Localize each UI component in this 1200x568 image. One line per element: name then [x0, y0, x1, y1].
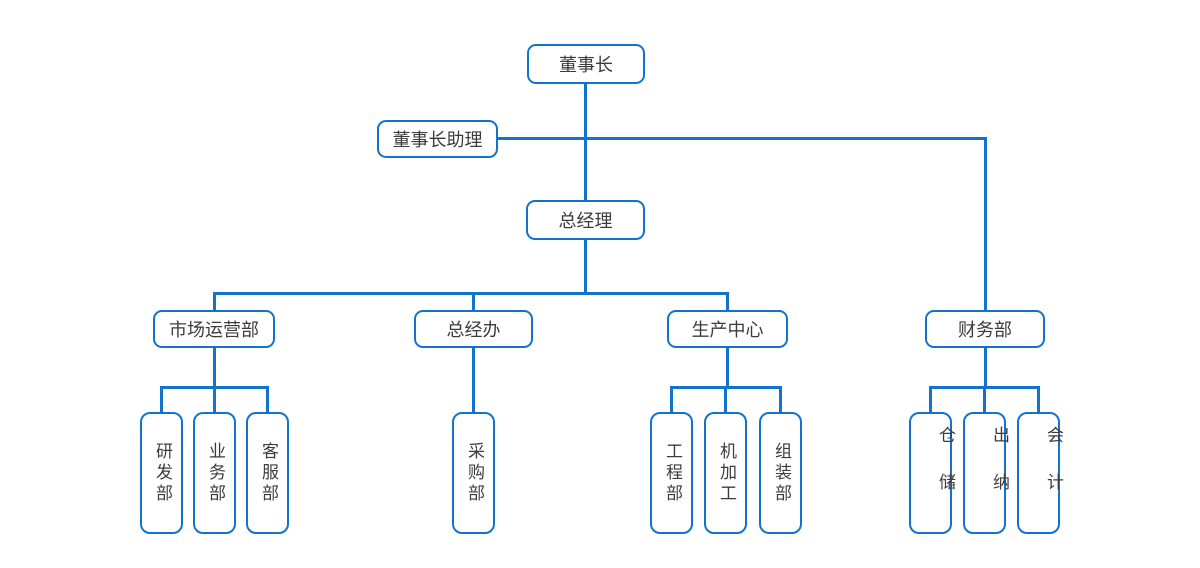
connector-drop-cashier — [983, 386, 986, 412]
connector-gm-office-to-procurement — [472, 348, 475, 412]
connector-drop-customer-service — [266, 386, 269, 412]
connector-level2-branch — [213, 292, 729, 295]
node-assembly-dept: 组装部 — [759, 412, 802, 534]
connector-drop-marketing — [213, 292, 216, 310]
node-general-manager: 总经理 — [526, 200, 645, 240]
node-finance-dept: 财务部 — [925, 310, 1045, 348]
connector-drop-engineering — [670, 386, 673, 412]
connector-finance-vertical — [984, 137, 987, 310]
node-chairman-assistant: 董事长助理 — [377, 120, 498, 158]
connector-drop-machining — [724, 386, 727, 412]
connector-drop-assembly — [779, 386, 782, 412]
connector-production-stem — [726, 348, 729, 388]
connector-assistant-horizontal — [498, 137, 987, 140]
node-accounting: 会计 — [1017, 412, 1063, 534]
connector-drop-gm-office — [472, 292, 475, 310]
connector-drop-accounting — [1037, 386, 1040, 412]
node-production-center: 生产中心 — [667, 310, 788, 348]
node-customer-service-dept: 客服部 — [246, 412, 289, 534]
node-rd-dept: 研发部 — [140, 412, 183, 534]
connector-marketing-stem — [213, 348, 216, 388]
connector-chairman-to-gm — [584, 84, 587, 200]
node-cashier: 出纳 — [963, 412, 1009, 534]
node-chairman: 董事长 — [527, 44, 645, 84]
node-machining: 机加工 — [704, 412, 747, 534]
node-gm-office: 总经办 — [414, 310, 533, 348]
connector-drop-warehouse — [929, 386, 932, 412]
connector-gm-bottom — [584, 240, 587, 292]
node-warehouse: 仓储 — [909, 412, 955, 534]
node-business-dept: 业务部 — [193, 412, 236, 534]
node-engineering-dept: 工程部 — [650, 412, 693, 534]
node-procurement-dept: 采购部 — [452, 412, 495, 534]
connector-drop-production — [726, 292, 729, 310]
connector-drop-rd — [160, 386, 163, 412]
node-marketing-operations: 市场运营部 — [153, 310, 275, 348]
connector-finance-stem — [984, 348, 987, 388]
connector-drop-business — [213, 386, 216, 412]
